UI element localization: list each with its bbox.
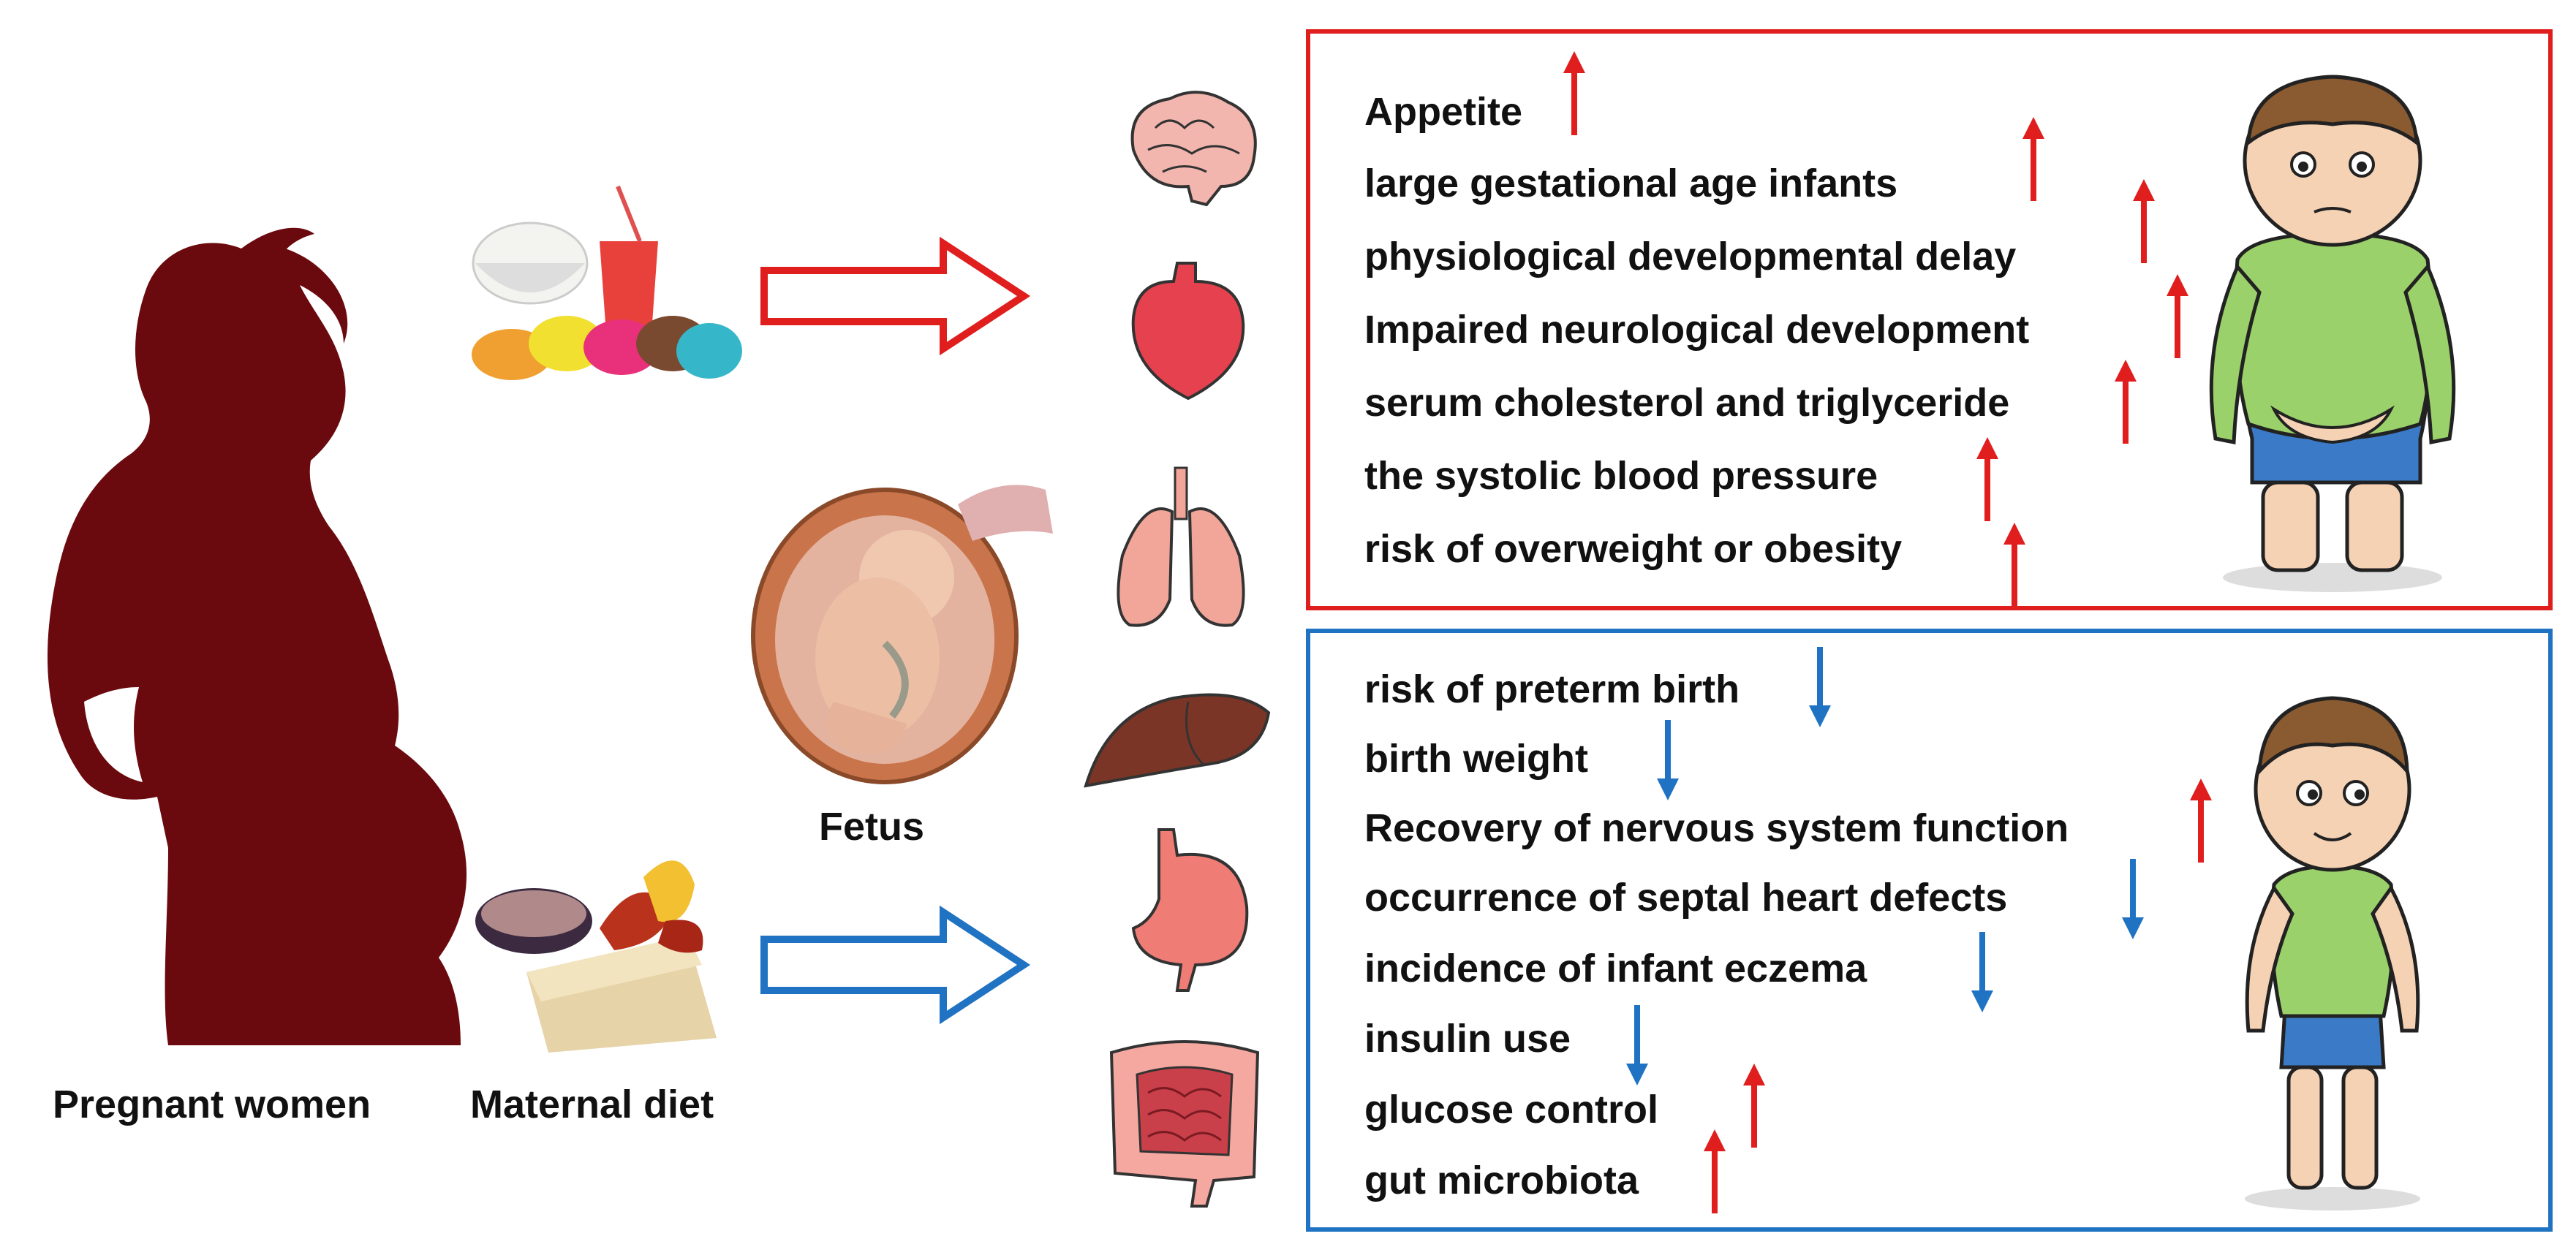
- effect-systolic-bp: the systolic blood pressure: [1364, 454, 1878, 498]
- effect-nervous-system-recovery: Recovery of nervous system function: [1364, 806, 2069, 850]
- arrow-up-icon: [1563, 51, 1585, 135]
- healthy-child-icon: [2245, 696, 2420, 1210]
- arrow-up-icon: [2190, 778, 2212, 863]
- arrow-up-icon: [1976, 437, 1998, 521]
- effect-gut-microbiota: gut microbiota: [1364, 1159, 1639, 1202]
- effect-infant-eczema: incidence of infant eczema: [1364, 947, 1867, 990]
- pregnant-women-label: Pregnant women: [53, 1083, 371, 1126]
- arrow-up-icon: [2167, 274, 2188, 358]
- effect-large-gestational-age: large gestational age infants: [1364, 162, 1898, 205]
- arrow-up-icon: [1743, 1064, 1765, 1148]
- brain-icon: [1130, 91, 1257, 207]
- overweight-child-icon: [2209, 75, 2456, 592]
- fetus-in-uterus-icon: [751, 485, 1053, 784]
- liver-icon: [1084, 693, 1271, 788]
- effect-septal-heart-defects: occurrence of septal heart defects: [1364, 876, 2008, 920]
- effect-birth-weight: birth weight: [1364, 737, 1588, 781]
- junk-food-icon: [472, 185, 742, 380]
- arrow-down-icon: [1657, 720, 1679, 800]
- lungs-icon: [1117, 466, 1245, 627]
- effect-preterm-birth: risk of preterm birth: [1364, 667, 1740, 711]
- arrow-down-icon: [1626, 1005, 1648, 1085]
- arrow-down-icon: [1971, 932, 1993, 1012]
- fetus-label: Fetus: [819, 805, 925, 849]
- effect-glucose-control: glucose control: [1364, 1088, 1659, 1132]
- heart-icon: [1131, 262, 1245, 401]
- arrow-up-icon: [2133, 179, 2155, 263]
- arrow-up-icon: [2022, 117, 2044, 201]
- arrow-up-icon: [2115, 360, 2137, 444]
- effect-developmental-delay: physiological developmental delay: [1364, 235, 2017, 278]
- effect-appetite: Appetite: [1364, 90, 1522, 134]
- effect-serum-cholesterol: serum cholesterol and triglyceride: [1364, 381, 2010, 425]
- arrow-up-icon: [1704, 1129, 1726, 1213]
- arrow-down-icon: [2122, 859, 2144, 939]
- effect-neurological-development: Impaired neurological development: [1364, 308, 2030, 352]
- intestine-icon: [1109, 1040, 1260, 1208]
- stomach-icon: [1131, 828, 1249, 992]
- effect-insulin-use: insulin use: [1364, 1017, 1571, 1061]
- maternal-diet-label: Maternal diet: [470, 1083, 714, 1126]
- red-hollow-arrow: [760, 236, 1031, 356]
- pregnant-woman-silhouette-icon: [47, 227, 467, 1046]
- effect-obesity-risk: risk of overweight or obesity: [1364, 527, 1903, 571]
- arrow-down-icon: [1809, 647, 1831, 727]
- healthy-food-icon: [475, 860, 717, 1053]
- arrow-up-icon: [2003, 523, 2025, 607]
- blue-hollow-arrow: [760, 905, 1031, 1025]
